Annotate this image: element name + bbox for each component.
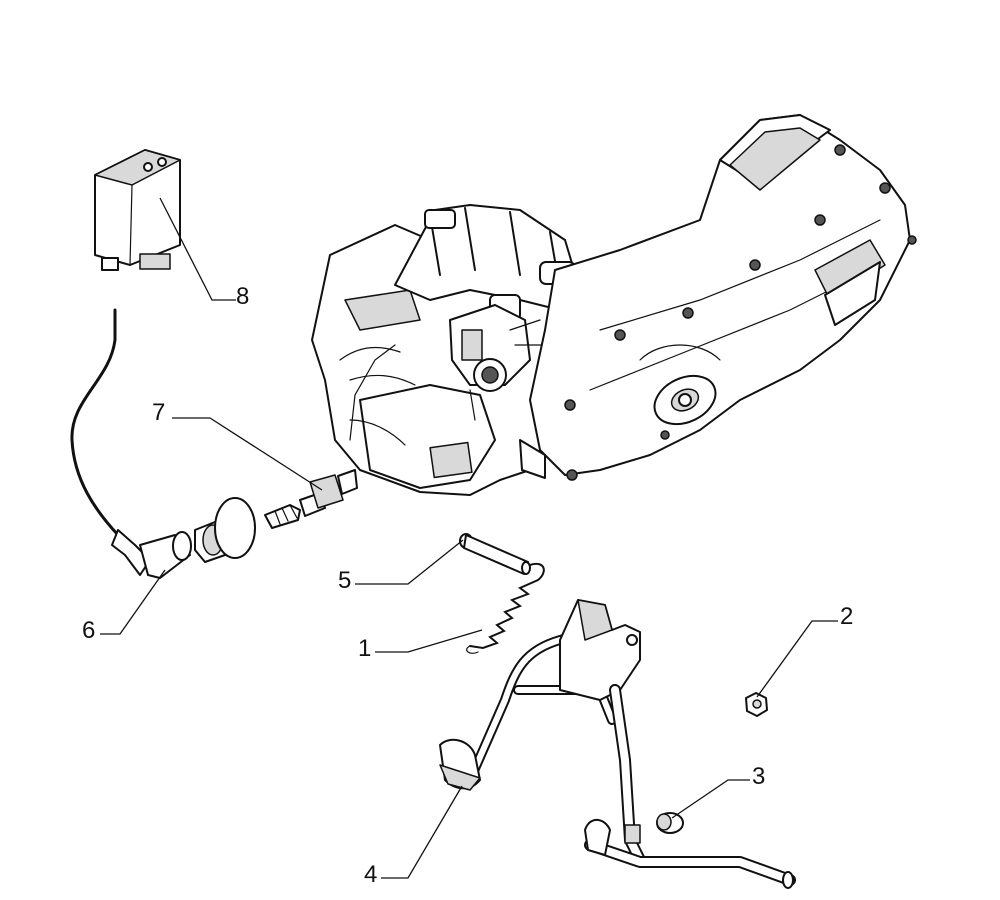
callout-labels: 8 7 6 5 1 2 3 4 — [82, 283, 853, 888]
engine-assembly — [311, 114, 917, 496]
carburettor — [449, 304, 546, 421]
nut — [745, 692, 768, 717]
centre-stand — [439, 599, 796, 889]
callout-4: 4 — [364, 861, 377, 888]
callout-5: 5 — [338, 567, 351, 594]
callout-leaders — [100, 197, 838, 879]
callout-1: 1 — [358, 635, 371, 662]
callout-2: 2 — [840, 603, 853, 630]
ht-lead — [70, 308, 120, 537]
transmission-casing — [519, 114, 917, 481]
spark-plug-cap — [111, 497, 256, 579]
spark-plug — [264, 469, 358, 529]
callout-6: 6 — [82, 617, 95, 644]
callout-3: 3 — [752, 763, 765, 790]
bushing — [656, 812, 684, 834]
callout-7: 7 — [152, 399, 165, 426]
ignition-coil — [94, 149, 181, 271]
callout-8: 8 — [236, 283, 249, 310]
return-spring — [466, 562, 545, 654]
stand-pin — [459, 533, 531, 575]
